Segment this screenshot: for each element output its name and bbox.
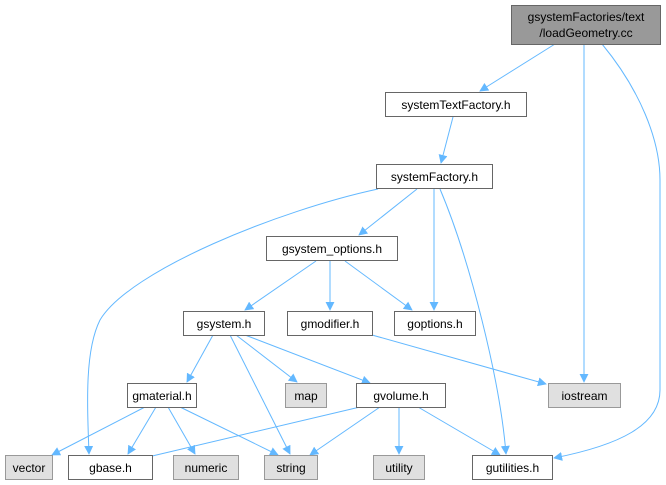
edge-systemFactory-gbase <box>84 188 379 455</box>
edge-systemFactory-gutilities <box>439 188 510 455</box>
edge-gmaterial-numeric <box>167 406 196 455</box>
edge-gmaterial-string <box>179 406 279 456</box>
node-systemTextFactory[interactable]: systemTextFactory.h <box>385 92 527 117</box>
edge-gsystem-string <box>229 334 291 455</box>
edge-root-gutilities <box>553 43 661 461</box>
node-iostream: iostream <box>548 383 621 408</box>
edge-gsystem-gmaterial <box>186 334 214 383</box>
node-vector: vector <box>5 455 53 480</box>
node-gsystem-options[interactable]: gsystem_options.h <box>266 236 398 261</box>
root-label-line2: /loadGeometry.cc <box>539 26 633 40</box>
node-gvolume[interactable]: gvolume.h <box>356 383 446 408</box>
node-gsystem[interactable]: gsystem.h <box>183 311 265 336</box>
edge-gsystem-map <box>235 334 298 383</box>
edge-gvolume-gbase <box>130 406 361 464</box>
edge-gmaterial-vector <box>51 406 146 456</box>
node-gmaterial[interactable]: gmaterial.h <box>127 383 197 408</box>
node-goptions[interactable]: goptions.h <box>394 311 476 336</box>
edge-gsystem_options-goptions <box>344 260 413 311</box>
node-gmodifier[interactable]: gmodifier.h <box>287 311 373 336</box>
node-utility: utility <box>373 455 425 480</box>
node-root-file[interactable]: gsystemFactories/text /loadGeometry.cc <box>511 5 661 45</box>
edge-gmodifier-iostream <box>371 334 547 387</box>
node-gutilities[interactable]: gutilities.h <box>472 455 553 480</box>
edge-root-systemTextFactory <box>479 43 556 92</box>
edge-gsystem-gvolume <box>244 334 371 385</box>
node-gbase[interactable]: gbase.h <box>68 455 153 480</box>
edge-gsystem_options-gsystem <box>244 260 317 311</box>
edge-gvolume-gutilities <box>417 406 501 456</box>
node-systemFactory[interactable]: systemFactory.h <box>376 164 493 189</box>
root-label-line1: gsystemFactories/text <box>527 10 645 24</box>
edge-systemFactory-gsystem_options <box>358 188 418 236</box>
node-string: string <box>264 455 318 480</box>
edge-gmaterial-gbase <box>127 406 157 455</box>
edge-gvolume-string <box>309 406 381 456</box>
node-map: map <box>285 383 327 408</box>
node-numeric: numeric <box>173 455 239 480</box>
edge-systemTextFactory-systemFactory <box>438 116 454 164</box>
